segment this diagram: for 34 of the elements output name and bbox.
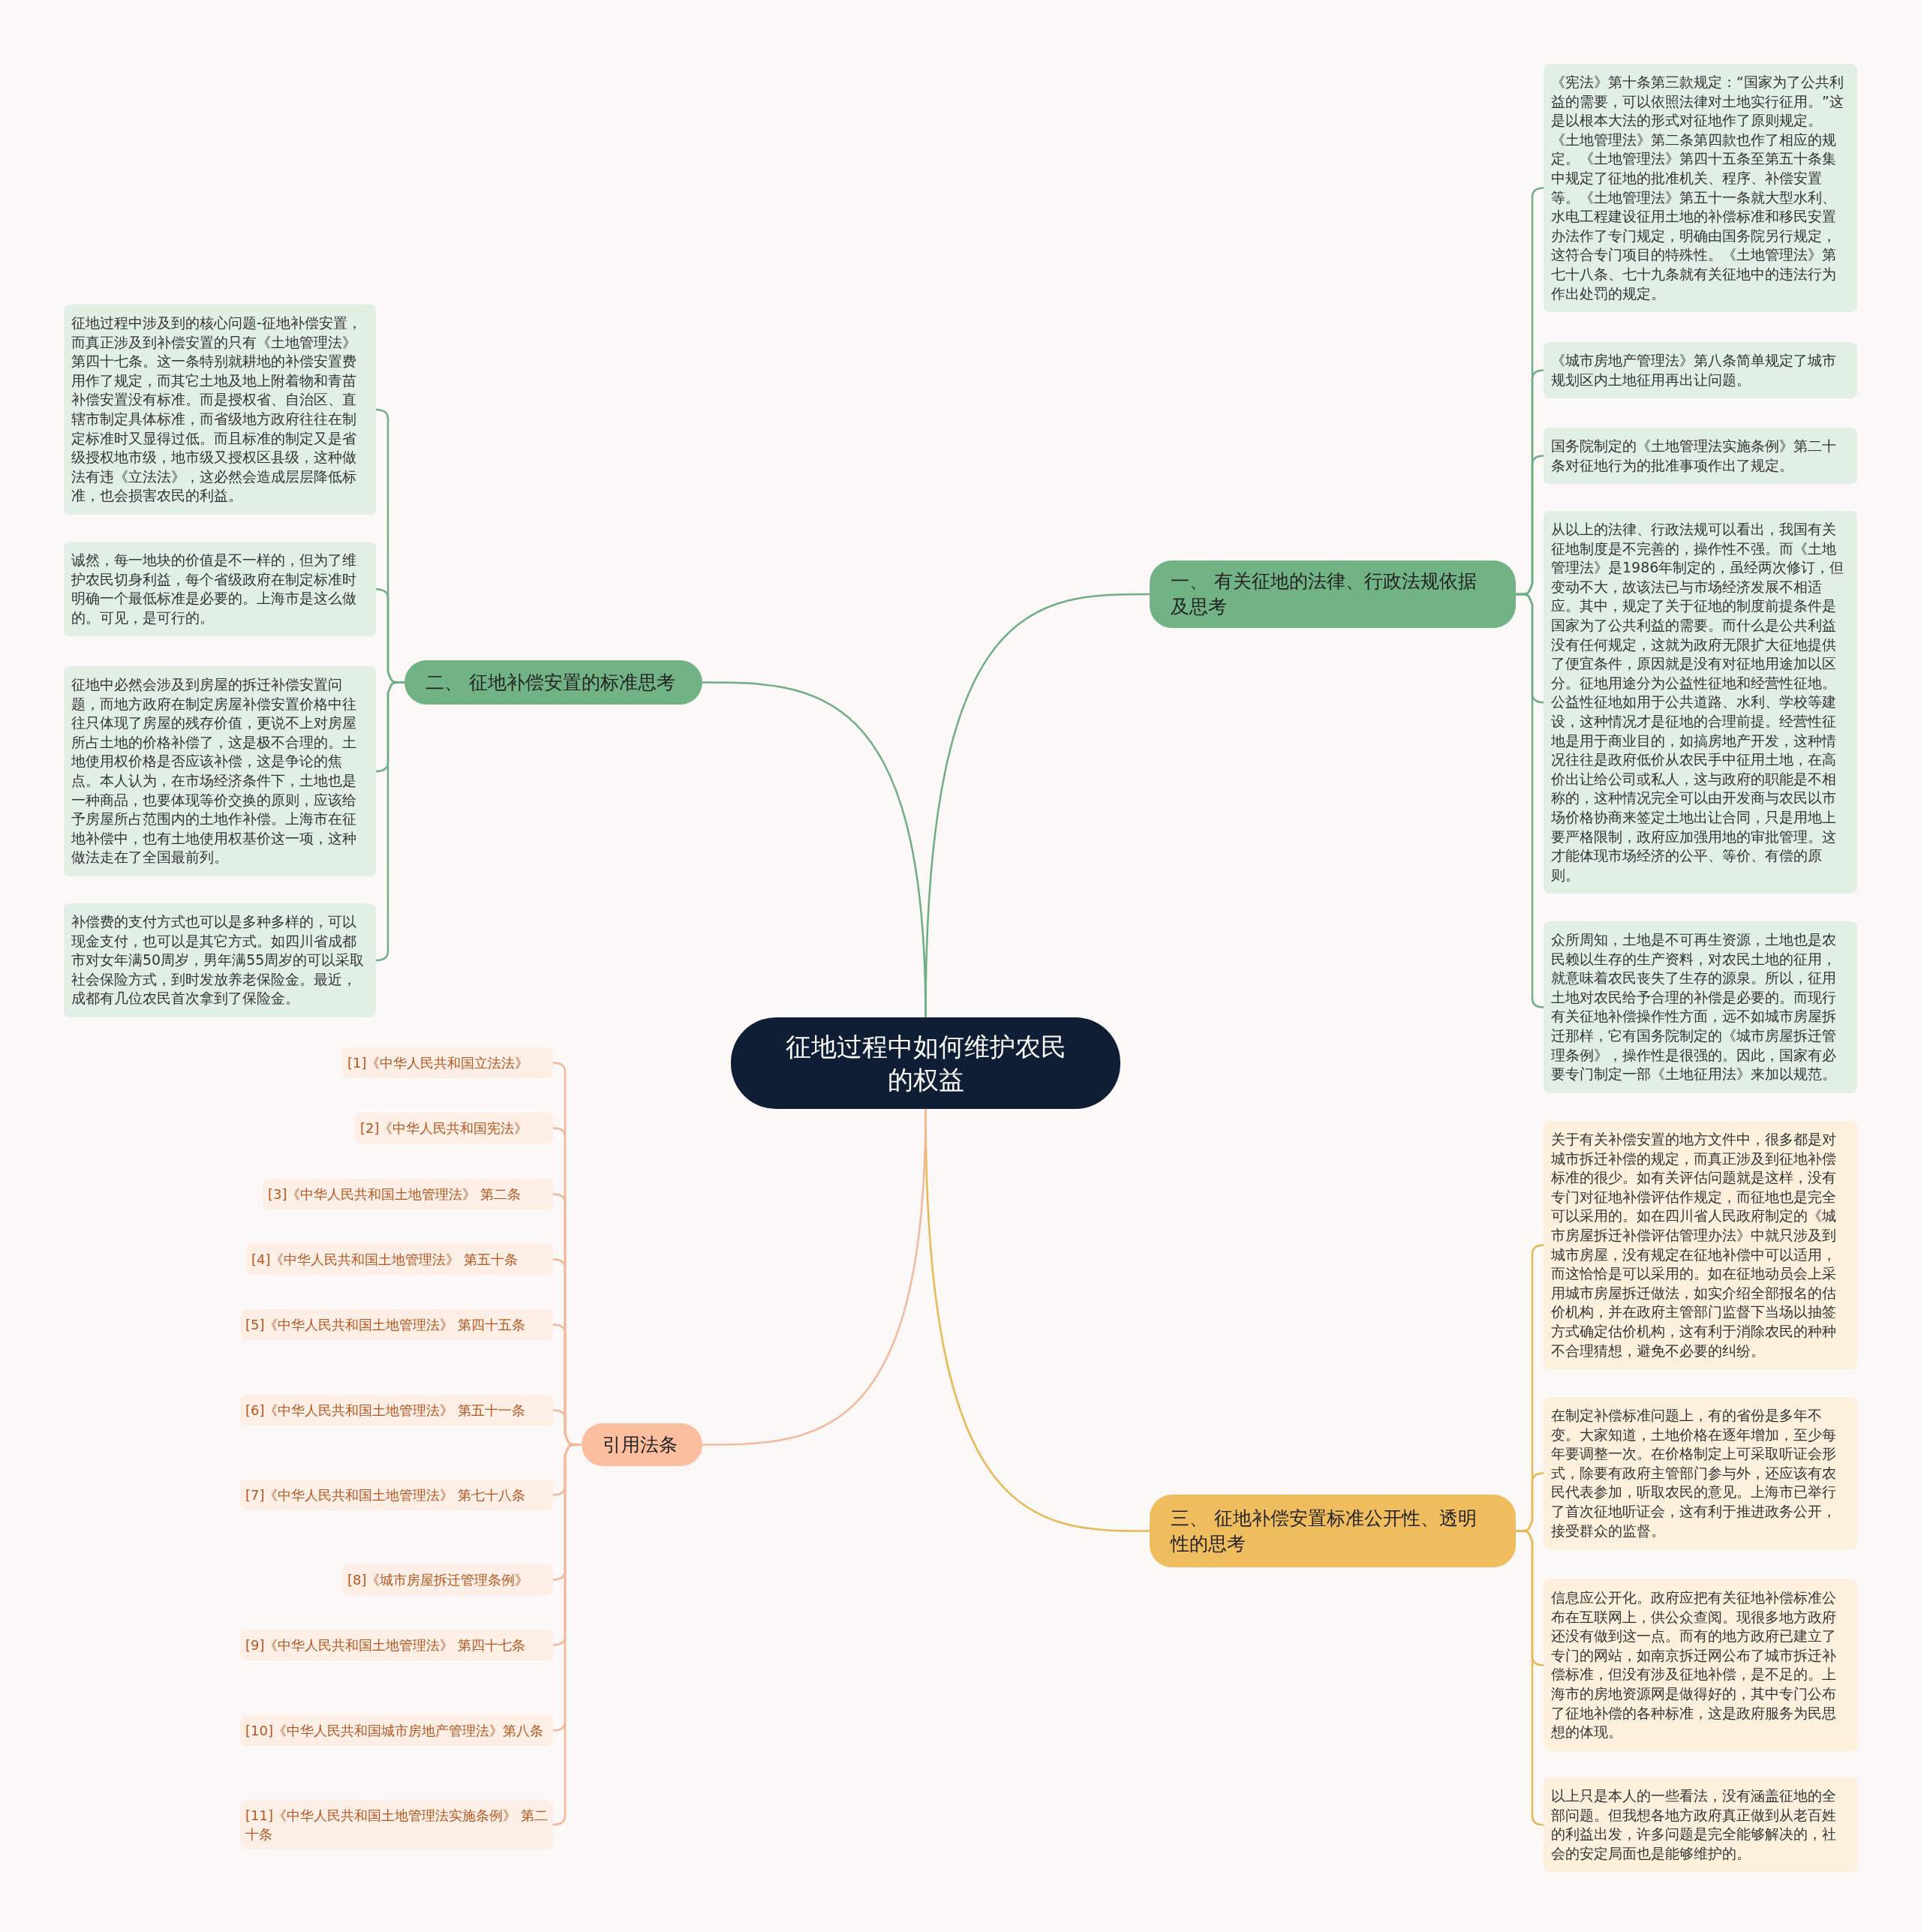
reference-card: [5]《中华人民共和国土地管理法》 第四十五条 [240, 1309, 553, 1340]
connector [1516, 593, 1544, 1008]
connector [375, 681, 404, 962]
connector [1516, 1530, 1544, 1826]
connector [702, 681, 927, 1018]
text-card: 补偿费的支付方式也可以是多种多样的，可以现金支付，也可以是其它方式。如四川省成都市对女年满50周岁，男年满55周岁的可以采取社会保险方式，到时发放养老保险金。最近，成都有几位农民首次拿到了保险金。 [64, 903, 376, 1017]
reference-card: [10]《中华人民共和国城市房地产管理法》第八条 [240, 1715, 553, 1746]
reference-card: [2]《中华人民共和国宪法》 [355, 1113, 553, 1143]
reference-card: [4]《中华人民共和国土地管理法》 第五十条 [246, 1244, 553, 1275]
text-card: 众所周知，土地是不可再生资源，土地也是农民赖以生存的生产资料，对农民土地的征用，就意味着农民丧失了生存的源泉。所以，征用土地对农民给予合理的补偿是必要的。而现行有关征地补偿操作性方面，远不如城市房屋拆迁那样，它有国务院制定的《城市房屋拆迁管理条例》，操作性是很强的。因此，国家有必要专门制定一部《土地征用法》来加以规范。 [1544, 921, 1857, 1093]
reference-card: [3]《中华人民共和国土地管理法》 第二条 [263, 1179, 553, 1209]
reference-card: [9]《中华人民共和国土地管理法》 第四十七条 [240, 1630, 553, 1660]
text-card: 《城市房地产管理法》第八条简单规定了城市规划区内土地征用再出让问题。 [1544, 342, 1857, 399]
text-card: 征地中必然会涉及到房屋的拆迁补偿安置问题，而地方政府在制定房屋补偿安置价格中往往只体现了房屋的残存价值，更说不上对房屋所占土地的价格补偿了，这是极不合理的。土地使用权价格是否应该补偿，这是争论的焦点。本人认为，在市场经济条件下，土地也是一种商品，也要体现等价交换的原则，应该给予房屋所占范围内的土地作补偿。上海市在征地补偿中，也有土地使用权基价这一项，这种做法走在了全国最前列。 [64, 666, 376, 876]
central-topic: 征地过程中如何维护农民的权益 [731, 1017, 1120, 1109]
reference-card: [7]《中华人民共和国土地管理法》 第七十八条 [240, 1480, 553, 1510]
reference-card: [1]《中华人民共和国立法法》 [342, 1047, 553, 1078]
reference-card: [6]《中华人民共和国土地管理法》 第五十一条 [240, 1395, 553, 1426]
reference-card: [8]《城市房屋拆迁管理条例》 [342, 1564, 553, 1595]
branch-topic: 一、 有关征地的法律、行政法规依据及思考 [1150, 560, 1516, 628]
text-card: 关于有关补偿安置的地方文件中，很多都是对城市拆迁补偿的规定，而真正涉及到征地补偿标准的很少。如有关评估问题就是这样，没有专门对征地补偿评估作规定，而征地也是完全可以采用的。如在四川省人民政府制定的《城市房屋拆迁补偿评估管理办法》中就只涉及到城市房屋，没有规定在征地补偿中可以适用，而这恰恰是可以采用的。如在征地动员会上采用城市房屋拆迁做法，如实介绍全部报名的估价机构，并在政府主管部门监督下当场以抽签方式确定估价机构，这有利于消除农民的种种不合理猜想，避免不必要的纠纷。 [1544, 1121, 1857, 1370]
text-card: 以上只是本人的一些看法，没有涵盖征地的全部问题。但我想各地方政府真正做到从老百姓的利益出发，许多问题是完全能够解决的，社会的安定局面也是能够维护的。 [1544, 1777, 1857, 1873]
connector [702, 1108, 927, 1446]
text-card: 国务院制定的《土地管理法实施条例》第二十条对征地行为的批准事项作出了规定。 [1544, 428, 1857, 485]
branch-topic: 引用法条 [582, 1423, 702, 1466]
text-card: 征地过程中涉及到的核心问题-征地补偿安置，而真正涉及到补偿安置的只有《土地管理法》第四十七条。这一条特别就耕地的补偿安置费用作了规定，而其它土地及地上附着物和青苗补偿安置没有标准。而是授权省、自治区、直辖市制定具体标准，而省级地方政府往往在制定标准时又显得过低。而且标准的制定又是省级授权地市级，地市级又授权区县级，这种做法有违《立法法》，这必然会造成层层降低标准，也会损害农民的利益。 [64, 305, 376, 515]
text-card: 诚然，每一地块的价值是不一样的，但为了维护农民切身利益，每个省级政府在制定标准时明确一个最低标准是必要的。上海市是这么做的。可见，是可行的。 [64, 542, 376, 637]
branch-topic: 三、 征地补偿安置标准公开性、透明性的思考 [1150, 1495, 1516, 1567]
branch-topic: 二、 征地补偿安置的标准思考 [404, 660, 702, 705]
text-card: 从以上的法律、行政法规可以看出，我国有关征地制度是不完善的，操作性不强。而《土地管理法》是1986年制定的，虽经两次修订，但变动不大，故该法已与市场经济发展不相适应。其中，规定了关于征地的制度前提条件是国家为了公共利益的需要。而什么是公共利益没有任何规定，这就为政府无限扩大征地提供了便宜条件，原因就是没有对征地用途加以区分。征地用途分为公益性征地和经营性征地。公益性征地如用于公共道路、水利、学校等建设，这种情况才是征地的合理前提。经营性征地是用于商业目的，如搞房地产开发，这种情况往往是政府低价从农民手中征用土地，在高价出让给公司或私人，这与政府的职能是不相称的，这种情况完全可以由开发商与农民以市场价格协商来签定土地出让合同，只是用地上要严格限制，政府应加强用地的审批管理。这才能体现市场经济的公平、等价、有偿的原则。 [1544, 511, 1857, 894]
text-card: 信息应公开化。政府应把有关征地补偿标准公布在互联网上，供公众查阅。现很多地方政府还没有做到这一点。而有的地方政府已建立了专门的网站，如南京拆迁网公布了城市拆迁补偿标准，但没有涉及征地补偿，是不足的。上海市的房地资源网是做得好的，其中专门公布了征地补偿的各种标准，这是政府服务为民思想的体现。 [1544, 1579, 1857, 1751]
reference-card: [11]《中华人民共和国土地管理法实施条例》 第二十条 [240, 1800, 553, 1849]
text-card: 《宪法》第十条第三款规定：“国家为了公共利益的需要，可以依照法律对土地实行征用。”这是以根本大法的形式对征地作了原则规定。《土地管理法》第二条第四款也作了相应的规定。《土地管理法》第四十五条至第五十条集中规定了征地的批准机关、程序、补偿安置等。《土地管理法》第五十一条就大型水利、水电工程建设征用土地的补偿标准和移民安置办法作了专门规定，明确由国务院另行规定，这符合专门项目的特殊性。《土地管理法》第七十八条、七十九条就有关征地中的违法行为作出处罚的规定。 [1544, 64, 1857, 313]
text-card: 在制定补偿标准问题上，有的省份是多年不变。大家知道，土地价格在逐年增加，至少每年要调整一次。在价格制定上可采取听证会形式，除要有政府主管部门参与外，还应该有农民代表参加，听取农民的意见。上海市已举行了首次征地听证会，这有利于推进政务公开，接受群众的监督。 [1544, 1397, 1857, 1550]
